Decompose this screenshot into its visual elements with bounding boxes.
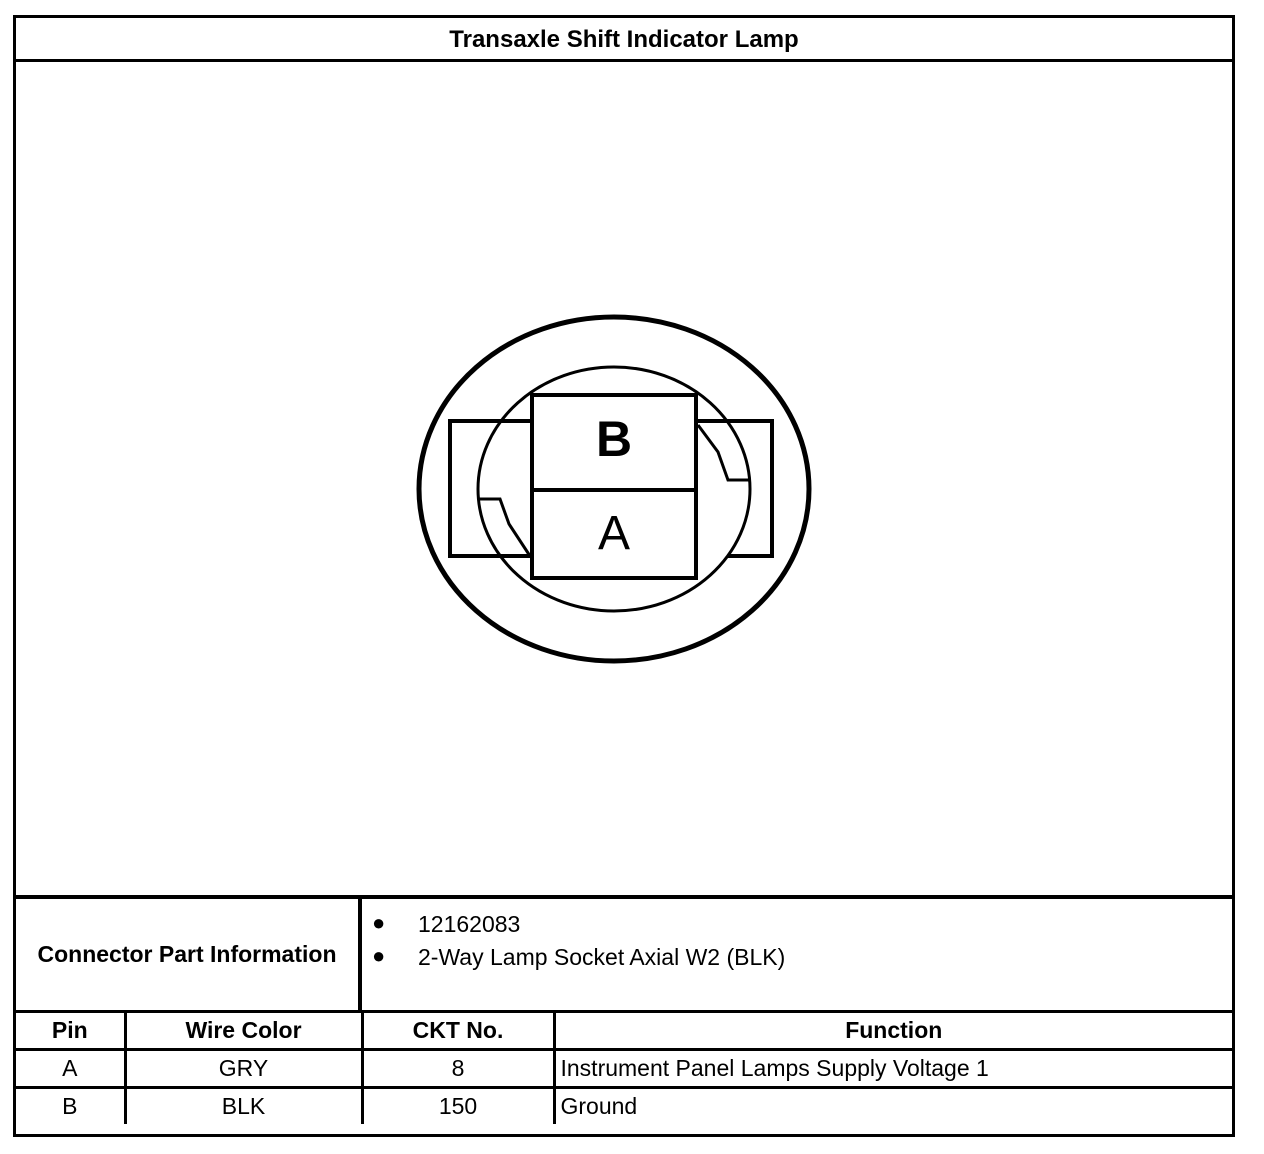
header-wire-color: Wire Color (123, 1013, 364, 1051)
cell-function: Ground (552, 1086, 1232, 1124)
pin-label-a: A (598, 507, 630, 560)
bullet-icon: ● (372, 910, 386, 935)
cell-wire-color: BLK (123, 1086, 364, 1124)
table-row: B BLK 150 Ground (16, 1086, 1232, 1124)
part-number-item: ● 12162083 (372, 910, 521, 938)
cell-function: Instrument Panel Lamps Supply Voltage 1 (552, 1048, 1232, 1089)
header-pin: Pin (16, 1013, 127, 1051)
connector-inner-ring (476, 365, 752, 613)
part-number: 12162083 (418, 911, 521, 937)
connector-drawing-area: B A (16, 62, 1232, 895)
pin-label-b: B (596, 411, 632, 467)
pin-table-header: Pin Wire Color CKT No. Function (16, 1013, 1232, 1051)
cell-ckt-no: 8 (360, 1048, 556, 1089)
connector-sheet: Transaxle Shift Indicator Lamp B A Conne… (13, 15, 1235, 1137)
header-ckt-no: CKT No. (360, 1013, 556, 1051)
cell-wire-color: GRY (123, 1048, 364, 1089)
header-function: Function (552, 1013, 1232, 1051)
part-description: 2-Way Lamp Socket Axial W2 (BLK) (418, 944, 786, 970)
part-description-item: ● 2-Way Lamp Socket Axial W2 (BLK) (372, 943, 786, 971)
cell-pin: B (16, 1086, 127, 1124)
connector-face-svg: B A (416, 314, 812, 664)
cell-pin: A (16, 1048, 127, 1089)
terminal-cavity-block (530, 393, 698, 580)
left-tab-notch (479, 497, 532, 557)
right-tab-notch (696, 424, 750, 482)
connector-outer-ring (416, 314, 812, 664)
part-info-list: ● 12162083 ● 2-Way Lamp Socket Axial W2 … (362, 899, 1232, 1010)
table-row: A GRY 8 Instrument Panel Lamps Supply Vo… (16, 1048, 1232, 1089)
right-locking-tab (696, 419, 774, 558)
pin-table: Pin Wire Color CKT No. Function A GRY 8 … (16, 1013, 1232, 1124)
diagram-title: Transaxle Shift Indicator Lamp (16, 18, 1232, 62)
cell-ckt-no: 150 (360, 1086, 556, 1124)
part-info-label: Connector Part Information (16, 899, 362, 1010)
bullet-icon: ● (372, 943, 386, 968)
left-locking-tab (448, 419, 532, 558)
connector-part-info: Connector Part Information ● 12162083 ● … (16, 895, 1232, 1013)
